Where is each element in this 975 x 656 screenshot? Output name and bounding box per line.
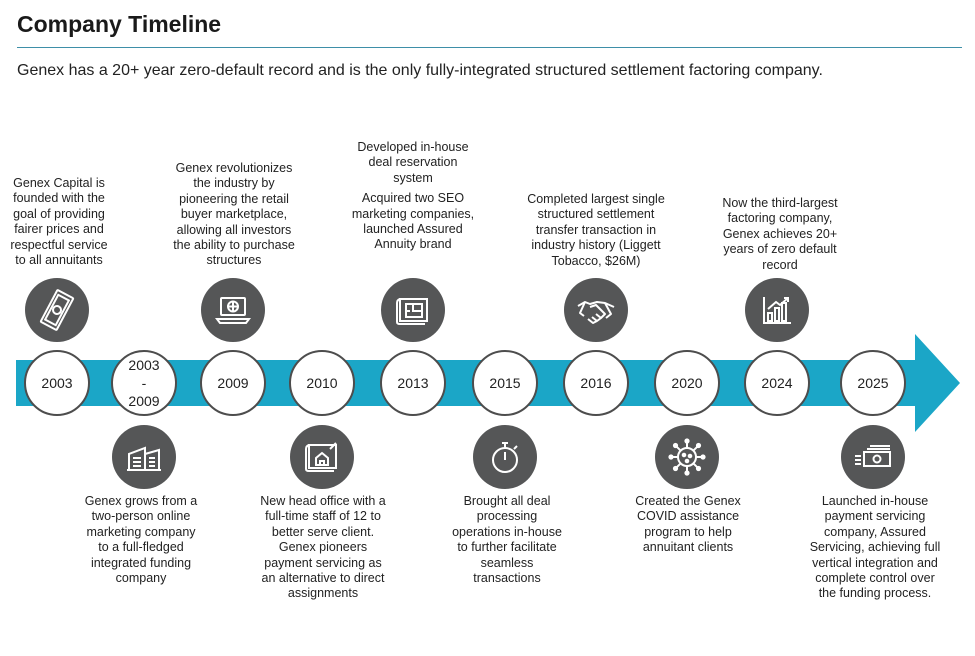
- laptop-globe-icon: [201, 278, 265, 342]
- house-blueprint-icon: [290, 425, 354, 489]
- money-bill-icon: [25, 278, 89, 342]
- year-circle-2024: 2024: [744, 350, 810, 416]
- milestone-description-2010: New head office with a full-time staff o…: [260, 494, 386, 601]
- stopwatch-icon: [473, 425, 537, 489]
- milestone-description-2009: Genex revolutionizes the industry by pio…: [173, 161, 295, 268]
- blueprint-icon: [381, 278, 445, 342]
- year-circle-2003: 2003: [24, 350, 90, 416]
- year-circle-2025: 2025: [840, 350, 906, 416]
- page-subtitle: Genex has a 20+ year zero-default record…: [17, 62, 823, 79]
- milestone-description-2013-b: Acquired two SEO marketing companies, la…: [351, 191, 475, 252]
- milestone-description-2003: Genex Capital is founded with the goal o…: [10, 176, 108, 268]
- year-circle-2016: 2016: [563, 350, 629, 416]
- milestone-description-2020: Created the Genex COVID assistance progr…: [635, 494, 741, 555]
- handshake-icon: [564, 278, 628, 342]
- year-circle-2015: 2015: [472, 350, 538, 416]
- bar-chart-icon: [745, 278, 809, 342]
- year-circle-2009: 2009: [200, 350, 266, 416]
- page-title: Company Timeline: [17, 11, 222, 37]
- milestone-description-2013: Developed in-house deal reservation syst…: [351, 140, 475, 253]
- year-circle-2003-2009: 2003 - 2009: [111, 350, 177, 416]
- year-circle-2020: 2020: [654, 350, 720, 416]
- year-circle-2013: 2013: [380, 350, 446, 416]
- building-icon: [112, 425, 176, 489]
- milestone-description-2016: Completed largest single structured sett…: [527, 192, 665, 268]
- milestone-description-2013-a: Developed in-house deal reservation syst…: [357, 140, 469, 185]
- milestone-description-2024: Now the third-largest factoring company,…: [722, 196, 838, 272]
- virus-icon: [655, 425, 719, 489]
- milestone-description-2003-2009: Genex grows from a two-person online mar…: [84, 494, 198, 586]
- milestone-description-2025: Launched in-house payment servicing comp…: [809, 494, 941, 601]
- title-divider: [17, 47, 962, 48]
- cash-payment-icon: [841, 425, 905, 489]
- year-circle-2010: 2010: [289, 350, 355, 416]
- milestone-description-2015: Brought all deal processing operations i…: [452, 494, 562, 586]
